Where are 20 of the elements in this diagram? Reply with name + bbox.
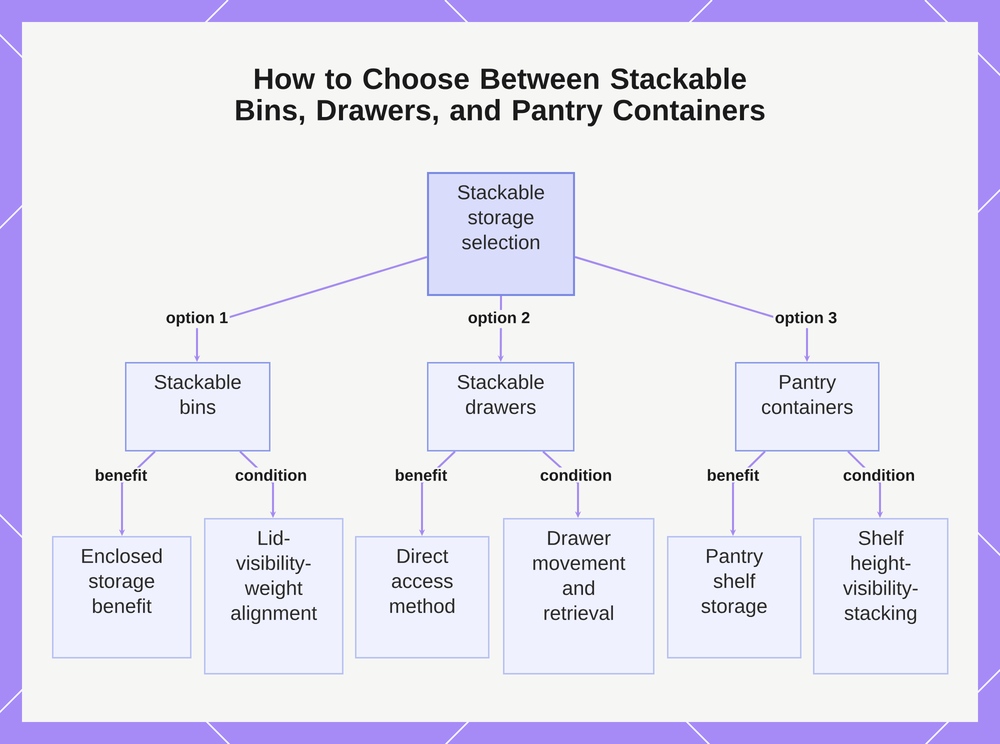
edge-label: benefit	[93, 468, 149, 482]
detail-box: Shelf height-visibility-stacking	[813, 518, 948, 674]
option-box: Stackable drawers	[427, 362, 574, 452]
edge-label: option 3	[773, 310, 839, 328]
edge-label: benefit	[393, 468, 449, 482]
edge-label: condition	[841, 468, 917, 482]
option-box: Stackable bins	[125, 362, 270, 452]
title: How to Choose Between Stackable Bins, Drawers, and Pantry Containers	[236, 68, 764, 126]
detail-box: Direct access method	[355, 536, 490, 658]
option-box: Pantry containers	[735, 362, 880, 452]
topic-box: Stackable storage selection	[427, 172, 575, 296]
edge-label: option 1	[164, 310, 230, 328]
edge-label: benefit	[705, 468, 761, 482]
edge-label: condition	[538, 468, 614, 482]
edge-label: condition	[233, 468, 309, 482]
detail-box: Lid-visibility-weight alignment	[204, 518, 344, 674]
edge-label: option 2	[466, 310, 532, 328]
detail-box: Drawer movement and retrieval	[503, 518, 654, 674]
detail-box: Pantry shelf storage	[667, 536, 802, 658]
detail-box: Enclosed storage benefit	[52, 536, 192, 658]
